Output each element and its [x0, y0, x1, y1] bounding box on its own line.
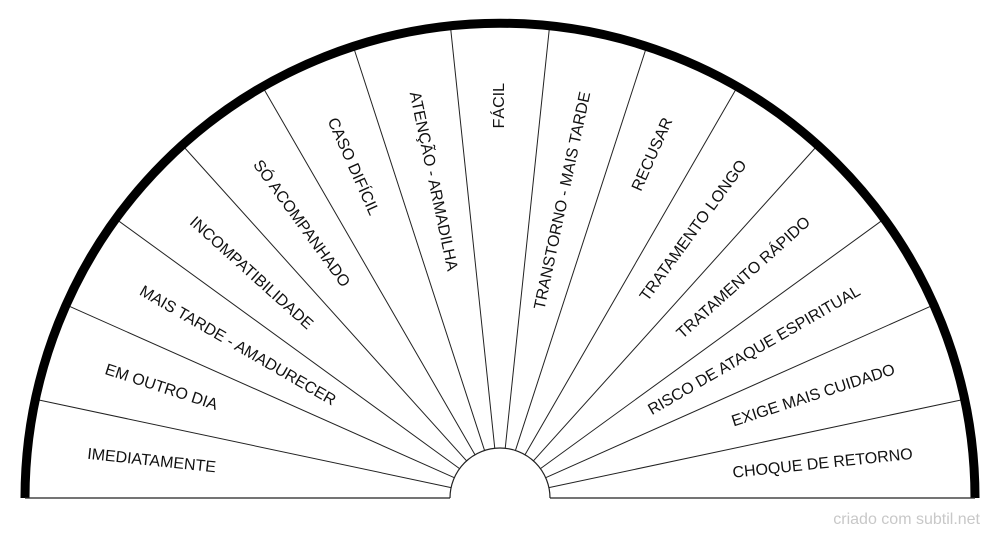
credit-text: criado com subtil.net	[833, 511, 980, 528]
divider-line	[352, 46, 486, 451]
sector-15	[548, 399, 975, 498]
sector-12	[533, 145, 885, 469]
divider-line	[262, 86, 476, 455]
sector-7	[353, 25, 495, 451]
divider-line	[548, 398, 965, 489]
sector-11	[525, 86, 818, 461]
sectors-layer	[25, 22, 975, 498]
sector-9	[505, 25, 647, 451]
divider-line	[449, 25, 496, 449]
divider-line	[514, 46, 648, 451]
divider-line	[524, 86, 738, 455]
inner-hub	[449, 447, 551, 499]
sector-1	[25, 399, 452, 498]
outer-rim	[20, 18, 980, 499]
sector-4	[115, 145, 467, 469]
sector-8	[450, 22, 550, 449]
divider-lines	[35, 25, 965, 489]
sector-3	[66, 218, 460, 478]
sector-5	[182, 86, 475, 461]
divider-line	[181, 144, 467, 462]
divider-line	[115, 218, 460, 470]
sector-label: FÁCIL	[489, 83, 508, 128]
sector-6	[262, 46, 485, 455]
divider-line	[35, 398, 452, 489]
divider-line	[533, 144, 819, 462]
divider-line	[545, 304, 935, 479]
sector-10	[515, 46, 738, 455]
divider-line	[540, 218, 885, 470]
divider-line	[65, 304, 455, 479]
sector-14	[545, 304, 965, 488]
divider-line	[504, 25, 551, 449]
sector-2	[35, 304, 455, 488]
sector-13	[540, 218, 934, 478]
